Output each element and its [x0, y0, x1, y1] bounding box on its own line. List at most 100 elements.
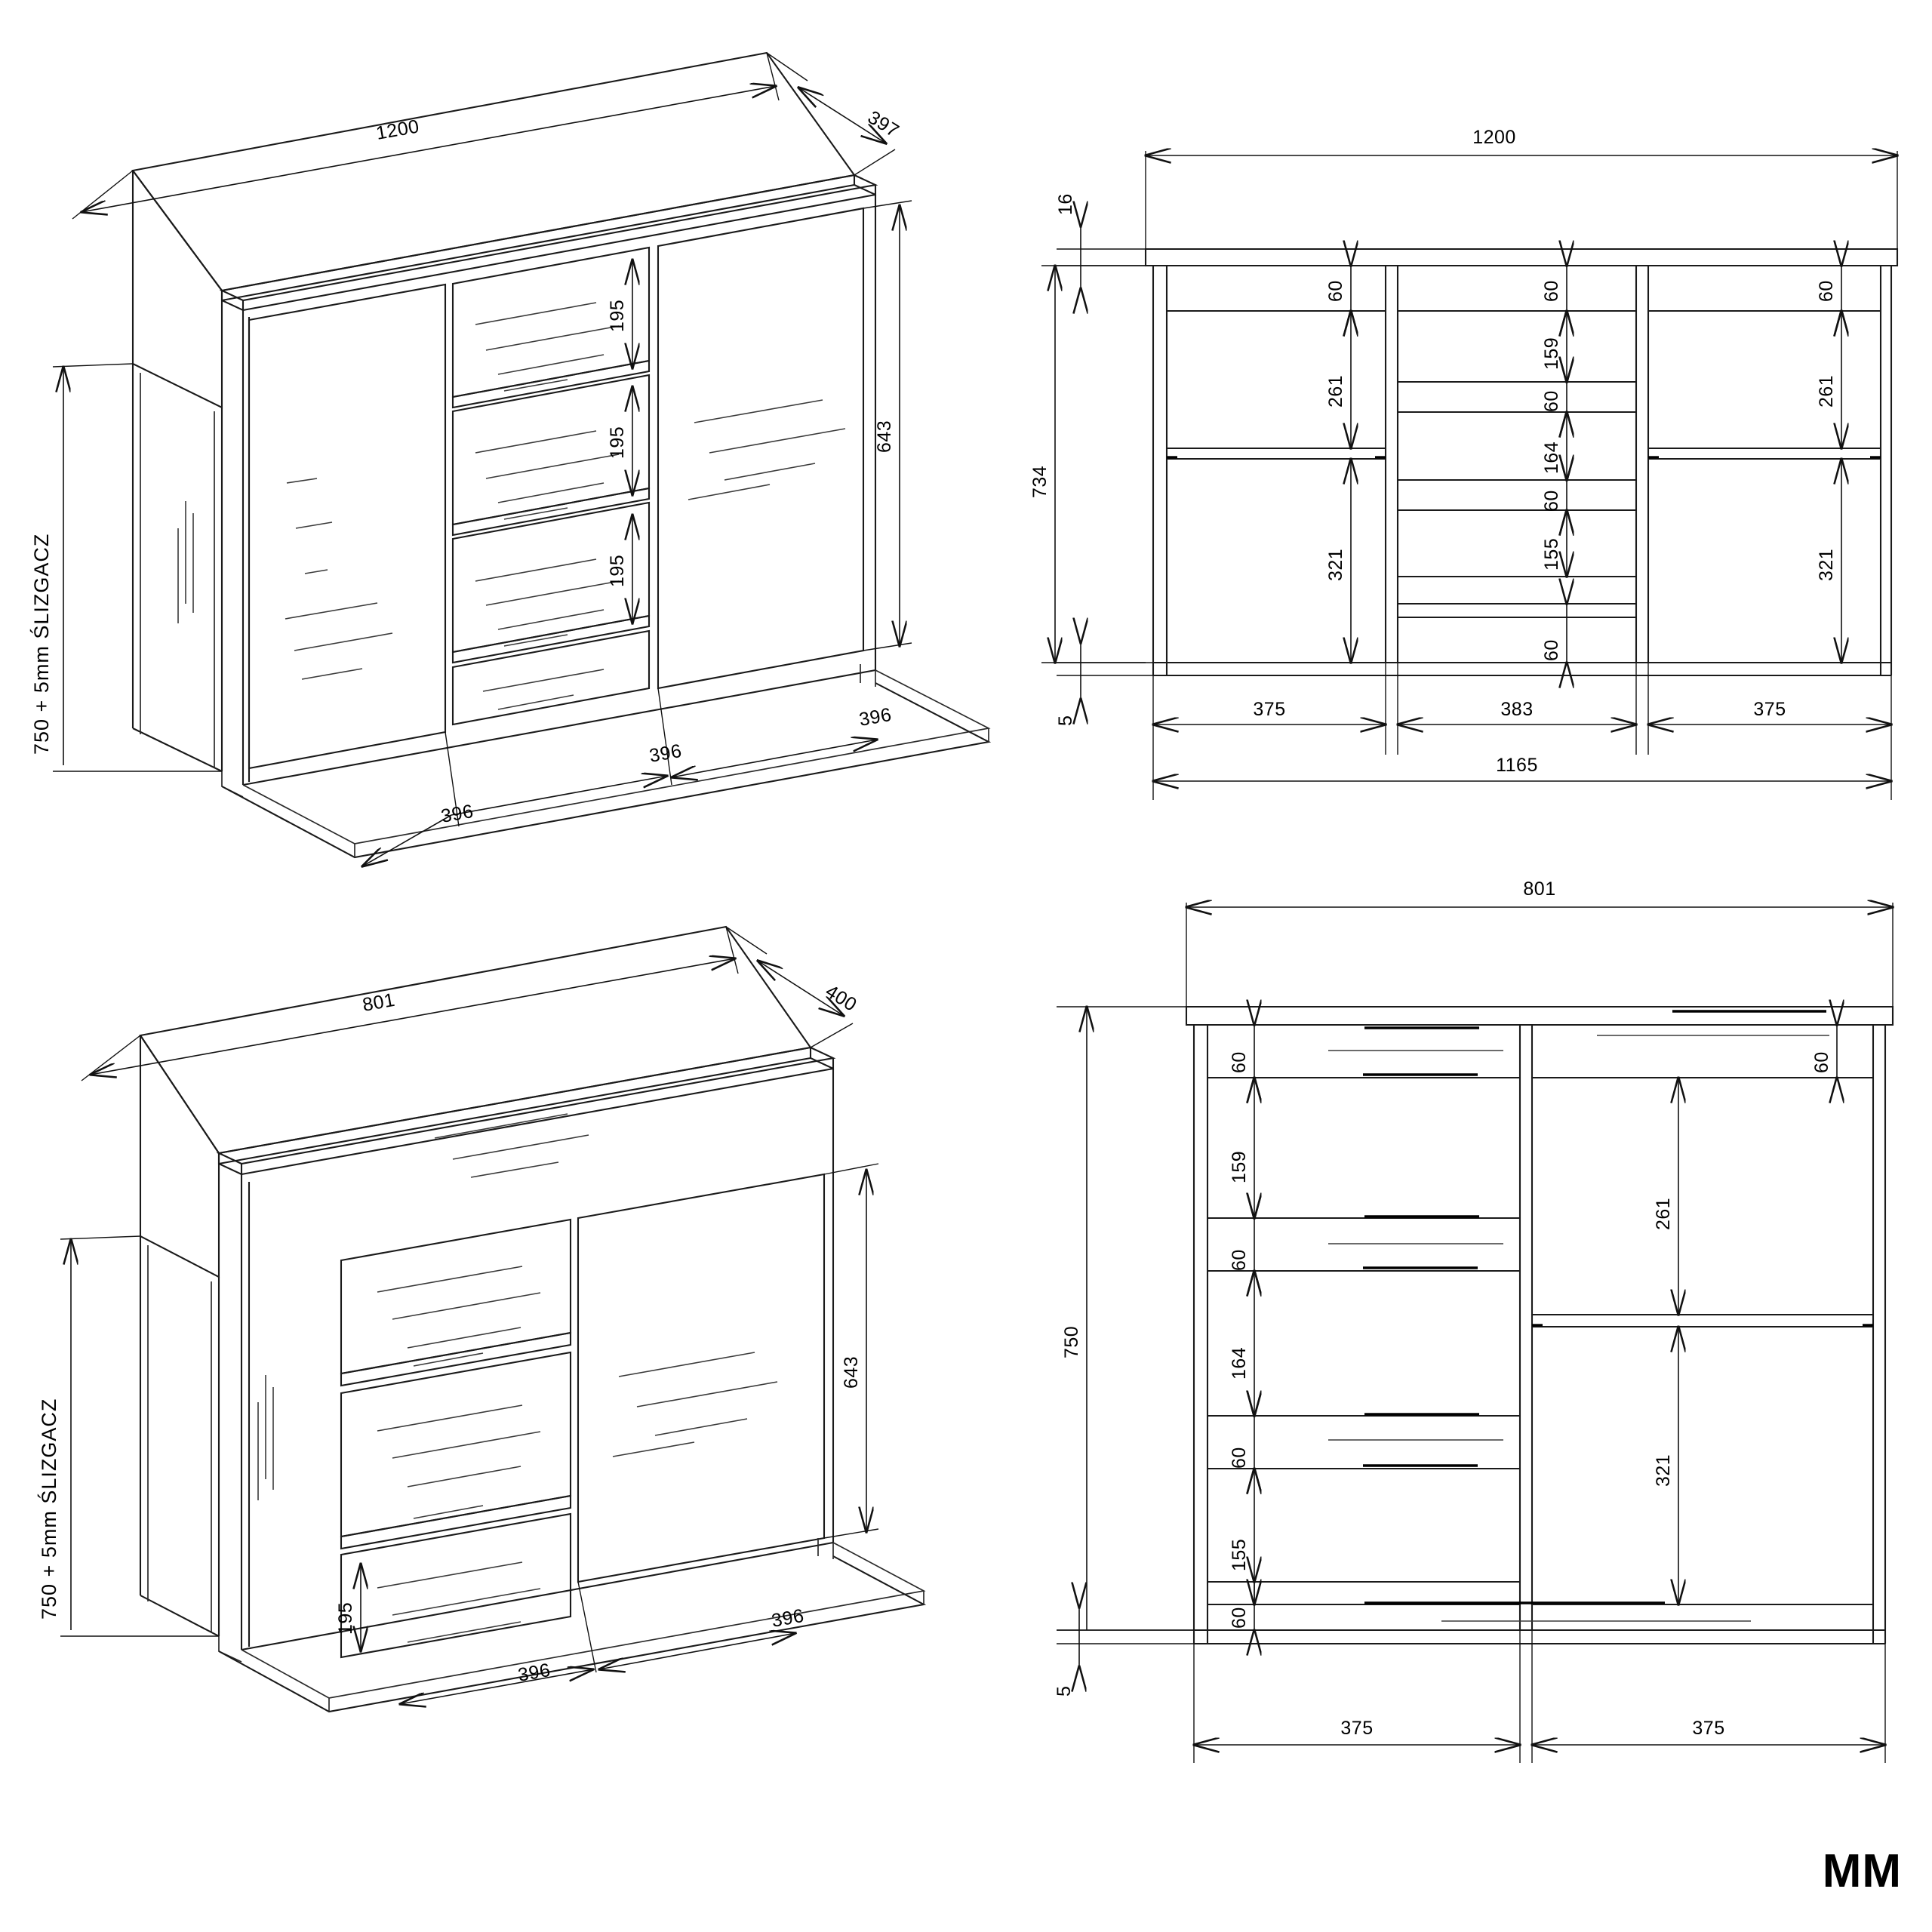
- dim-label: 375: [1692, 1718, 1724, 1739]
- logo-mm: MM: [1823, 1845, 1902, 1897]
- dim-front1200-bay-widths: 375 383 375 1165: [1153, 663, 1891, 800]
- dim-label: 734: [1029, 466, 1051, 498]
- dim-iso1200-depth: 397: [766, 52, 903, 176]
- dim-label: 801: [1523, 878, 1555, 900]
- front801-carcass: [1192, 1025, 1887, 1645]
- dim-front1200-plinth: 5: [1055, 643, 1153, 726]
- dim-label: 159: [1541, 337, 1562, 370]
- dim-label: 400: [822, 980, 860, 1016]
- iso801-left-side: [139, 1035, 274, 1637]
- iso1200-right-door: [657, 207, 865, 690]
- dim-label: 643: [874, 420, 895, 453]
- view-front-1200: 1200 16 734 5 60 261: [1029, 127, 1897, 800]
- dim-label-height: 750 + 5mm ŚLIZGACZ: [29, 534, 53, 755]
- dim-label: 195: [335, 1602, 356, 1635]
- iso801-top-highlight: [434, 1113, 589, 1178]
- dim-label: 164: [1541, 441, 1562, 474]
- dim-front1200-left-bay: 60 261 321: [1325, 266, 1351, 663]
- dim-label-height: 750 + 5mm ŚLIZGACZ: [36, 1398, 60, 1620]
- dim-label: 321: [1653, 1454, 1674, 1487]
- iso801-drawers: [340, 1218, 572, 1659]
- dim-iso801-height: 750 + 5mm ŚLIZGACZ: [36, 1235, 219, 1637]
- dim-label: 261: [1816, 375, 1837, 408]
- dim-label: 750: [1061, 1326, 1082, 1358]
- dim-label: 396: [516, 1660, 552, 1686]
- dim-label: 60: [1811, 1051, 1832, 1073]
- front801-top-board: [1185, 1005, 1894, 1026]
- dim-iso1200-width: 1200: [72, 52, 780, 220]
- dim-label: 643: [841, 1356, 862, 1389]
- dim-label: 396: [857, 704, 893, 731]
- front1200-mid-bay: [1398, 309, 1636, 619]
- view-iso-801: 801 400 750 + 5mm ŚLIZGACZ 643 195: [36, 925, 927, 1713]
- dim-label: 60: [1229, 1249, 1250, 1271]
- dim-front801-left-bay: 60 159 60 164 60 155 60: [1229, 1025, 1254, 1630]
- view-front-801: 801 750 5 60 159 60 164 60: [1054, 878, 1893, 1763]
- dim-label: 321: [1325, 549, 1346, 581]
- dim-label: 60: [1229, 1607, 1250, 1629]
- front1200-right-bay: [1648, 309, 1881, 460]
- dim-front1200-body-height: 734: [1029, 266, 1146, 663]
- dim-label: 261: [1325, 375, 1346, 408]
- iso1200-left-side: [131, 171, 223, 772]
- dim-front1200-right-bay: 60 261 321: [1816, 266, 1841, 663]
- iso1200-drawers: [451, 246, 651, 726]
- dim-iso1200-body-height: 643: [863, 200, 912, 651]
- dim-iso1200-height: 750 + 5mm ŚLIZGACZ: [29, 363, 222, 772]
- dim-label: 1200: [1472, 127, 1516, 148]
- dim-label: 375: [1340, 1718, 1373, 1739]
- dim-label: 60: [1816, 280, 1837, 302]
- dim-label: 397: [864, 106, 903, 142]
- dim-front801-width: 801: [1186, 878, 1893, 1007]
- dim-label: 375: [1253, 699, 1285, 720]
- dim-label: 396: [770, 1605, 805, 1632]
- dim-label: 261: [1653, 1198, 1674, 1230]
- dim-label: 159: [1229, 1151, 1250, 1183]
- dim-label: 60: [1325, 280, 1346, 302]
- dim-label: 195: [607, 426, 628, 459]
- dim-label: 60: [1541, 490, 1562, 512]
- dim-iso1200-drawer-heights: 195 195 195: [607, 260, 632, 623]
- front801-left-bay: [1208, 1026, 1751, 1622]
- dim-label: 60: [1541, 639, 1562, 661]
- dim-iso801-width: 801: [81, 926, 739, 1081]
- front1200-carcass: [1152, 266, 1893, 677]
- dim-label: 155: [1229, 1539, 1250, 1571]
- iso1200-left-door: [177, 283, 447, 770]
- dim-label: 801: [361, 989, 396, 1016]
- dim-front801-right-bay: 60 261 321: [1653, 1025, 1837, 1604]
- dim-label: 195: [607, 300, 628, 332]
- dim-label: 155: [1541, 538, 1562, 571]
- dim-label: 60: [1229, 1447, 1250, 1469]
- dim-label: 60: [1541, 390, 1562, 412]
- dim-label: 5: [1054, 1686, 1075, 1697]
- dim-iso801-front-widths: 396 396: [400, 1581, 806, 1704]
- dim-front801-plinth: 5: [1054, 1607, 1194, 1697]
- iso801-front-face: [240, 1069, 835, 1651]
- front1200-top-board: [1144, 248, 1899, 267]
- dim-front1200-width: 1200: [1146, 127, 1897, 249]
- dim-front801-bay-widths: 375 375: [1194, 1630, 1885, 1763]
- dim-label: 5: [1055, 715, 1076, 726]
- dim-label: 60: [1541, 280, 1562, 302]
- dim-label: 375: [1753, 699, 1786, 720]
- front1200-dividers: [1384, 266, 1650, 663]
- front1200-left-bay: [1167, 309, 1386, 460]
- dim-iso801-depth: 400: [725, 926, 860, 1048]
- dim-label: 60: [1229, 1051, 1250, 1073]
- dim-label: 383: [1500, 699, 1533, 720]
- dim-label: 321: [1816, 549, 1837, 581]
- dim-front1200-top-thickness: 16: [1055, 193, 1146, 288]
- dim-label: 1165: [1496, 755, 1538, 776]
- dim-front1200-mid-bay: 60 159 60 164 60 155 60: [1541, 266, 1567, 663]
- dim-iso801-body-height: 643: [823, 1163, 879, 1539]
- iso1200-plinth: [221, 664, 992, 859]
- dim-label: 1200: [374, 115, 421, 144]
- iso801-top-board: [139, 925, 836, 1176]
- front801-right-bay: [1532, 1010, 1873, 1606]
- dim-front801-height: 750: [1057, 1007, 1194, 1631]
- dim-iso801-drawer3: 195: [335, 1564, 361, 1651]
- dim-label: 164: [1229, 1347, 1250, 1380]
